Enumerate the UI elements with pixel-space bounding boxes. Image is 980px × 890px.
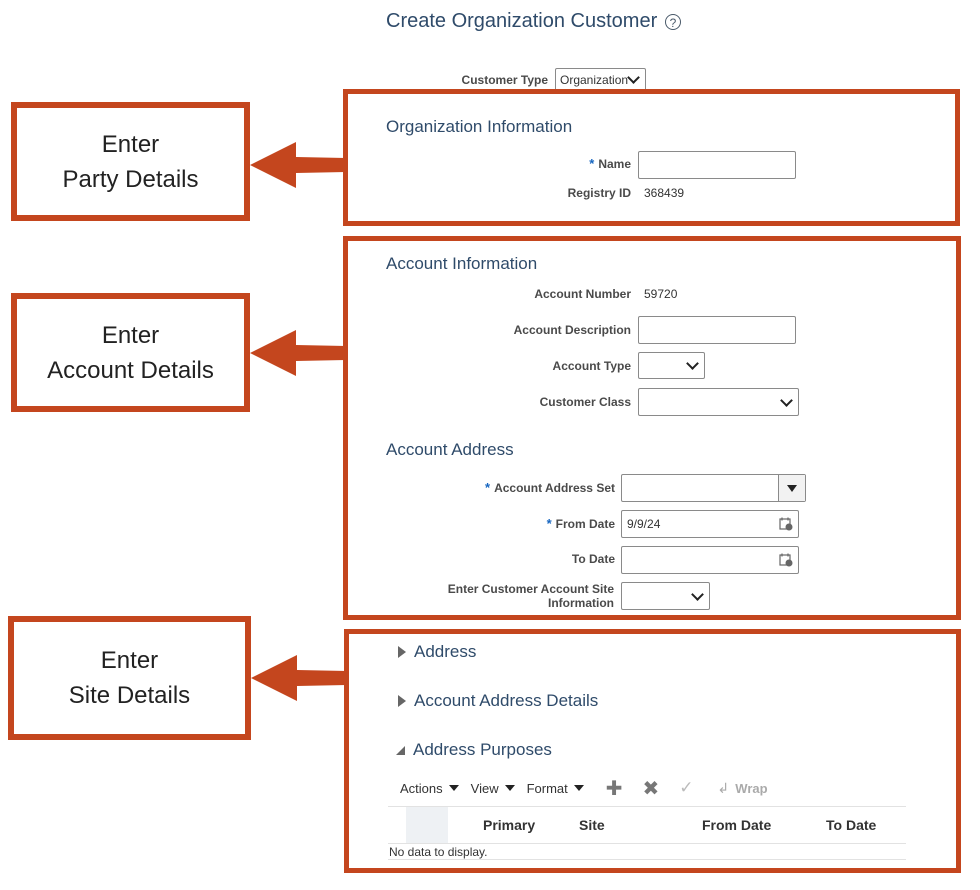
from-date-input[interactable]: 9/9/24 xyxy=(621,510,799,538)
required-icon: * xyxy=(485,480,491,495)
arrow-left-icon xyxy=(251,655,347,701)
page-title: Create Organization Customer xyxy=(386,10,658,32)
account-type-select[interactable] xyxy=(638,352,705,379)
triangle-down-icon xyxy=(504,785,515,791)
triangle-down-icon xyxy=(787,484,797,492)
account-number-label: Account Number xyxy=(534,287,631,301)
delete-icon[interactable]: ✖ xyxy=(642,777,660,800)
column-header-to-date[interactable]: To Date xyxy=(826,817,877,833)
address-purposes-disclosure[interactable]: Address Purposes xyxy=(396,740,552,760)
dropdown-button[interactable] xyxy=(778,475,805,501)
account-highlight-frame xyxy=(343,236,961,620)
customer-type-label: Customer Type xyxy=(461,73,548,87)
chevron-down-icon xyxy=(691,587,704,601)
empty-table-message: No data to display. xyxy=(389,845,488,859)
column-header-site[interactable]: Site xyxy=(579,817,605,833)
triangle-down-icon xyxy=(573,785,584,791)
required-icon: * xyxy=(546,516,552,531)
site-info-label: Enter Customer Account Site Information xyxy=(447,582,614,610)
table-bottom-border xyxy=(388,859,906,860)
table-toolbar: Actions View Format ✚ ✖ ✓ ↲ Wrap xyxy=(400,777,780,800)
table-header-border xyxy=(388,843,906,844)
registry-id-label: Registry ID xyxy=(567,186,631,200)
from-date-label: *From Date xyxy=(546,516,615,531)
collapse-triangle-icon xyxy=(396,745,405,755)
address-disclosure[interactable]: Address xyxy=(398,642,476,662)
chevron-down-icon xyxy=(627,71,640,84)
arrow-left-icon xyxy=(250,330,346,376)
row-header-column xyxy=(406,807,448,843)
expand-triangle-icon xyxy=(398,646,406,658)
triangle-down-icon xyxy=(448,785,459,791)
account-description-input[interactable] xyxy=(638,316,796,344)
organization-highlight-frame xyxy=(343,89,960,226)
calendar-icon[interactable] xyxy=(779,553,793,567)
organization-section-title: Organization Information xyxy=(386,117,573,136)
account-section-title: Account Information xyxy=(386,254,538,273)
expand-triangle-icon xyxy=(398,695,406,707)
actions-menu[interactable]: Actions xyxy=(400,781,459,796)
table-top-border xyxy=(388,806,906,807)
column-header-from-date[interactable]: From Date xyxy=(702,817,772,833)
required-icon: * xyxy=(589,156,595,171)
account-address-details-disclosure[interactable]: Account Address Details xyxy=(398,691,598,711)
registry-id-value: 368439 xyxy=(644,186,685,200)
customer-class-select[interactable] xyxy=(638,388,799,416)
account-address-set-combobox[interactable] xyxy=(621,474,806,502)
account-type-label: Account Type xyxy=(552,359,631,373)
customer-type-value: Organization xyxy=(560,72,629,87)
check-circle-icon[interactable]: ✓ xyxy=(679,778,694,797)
chevron-down-icon xyxy=(686,357,699,370)
account-number-value: 59720 xyxy=(644,287,678,301)
site-info-select[interactable] xyxy=(621,582,710,610)
account-address-section-title: Account Address xyxy=(386,440,514,459)
name-label: *Name xyxy=(589,156,631,171)
format-menu[interactable]: Format xyxy=(527,781,584,796)
account-address-set-label: *Account Address Set xyxy=(485,480,615,495)
customer-type-select[interactable]: Organization xyxy=(555,68,646,91)
wrap-icon: ↲ xyxy=(717,779,730,796)
site-highlight-frame xyxy=(344,629,961,873)
arrow-left-icon xyxy=(250,142,346,188)
help-icon[interactable]: ? xyxy=(665,14,681,30)
name-input[interactable] xyxy=(638,151,796,179)
calendar-icon[interactable] xyxy=(779,517,793,531)
to-date-input[interactable] xyxy=(621,546,799,574)
column-header-primary[interactable]: Primary xyxy=(483,817,536,833)
wrap-button[interactable]: ↲ Wrap xyxy=(717,779,768,796)
add-icon[interactable]: ✚ xyxy=(605,777,623,800)
chevron-down-icon xyxy=(780,393,793,407)
account-description-label: Account Description xyxy=(513,323,631,337)
to-date-label: To Date xyxy=(571,552,615,566)
customer-class-label: Customer Class xyxy=(539,395,631,409)
view-menu[interactable]: View xyxy=(471,781,515,796)
